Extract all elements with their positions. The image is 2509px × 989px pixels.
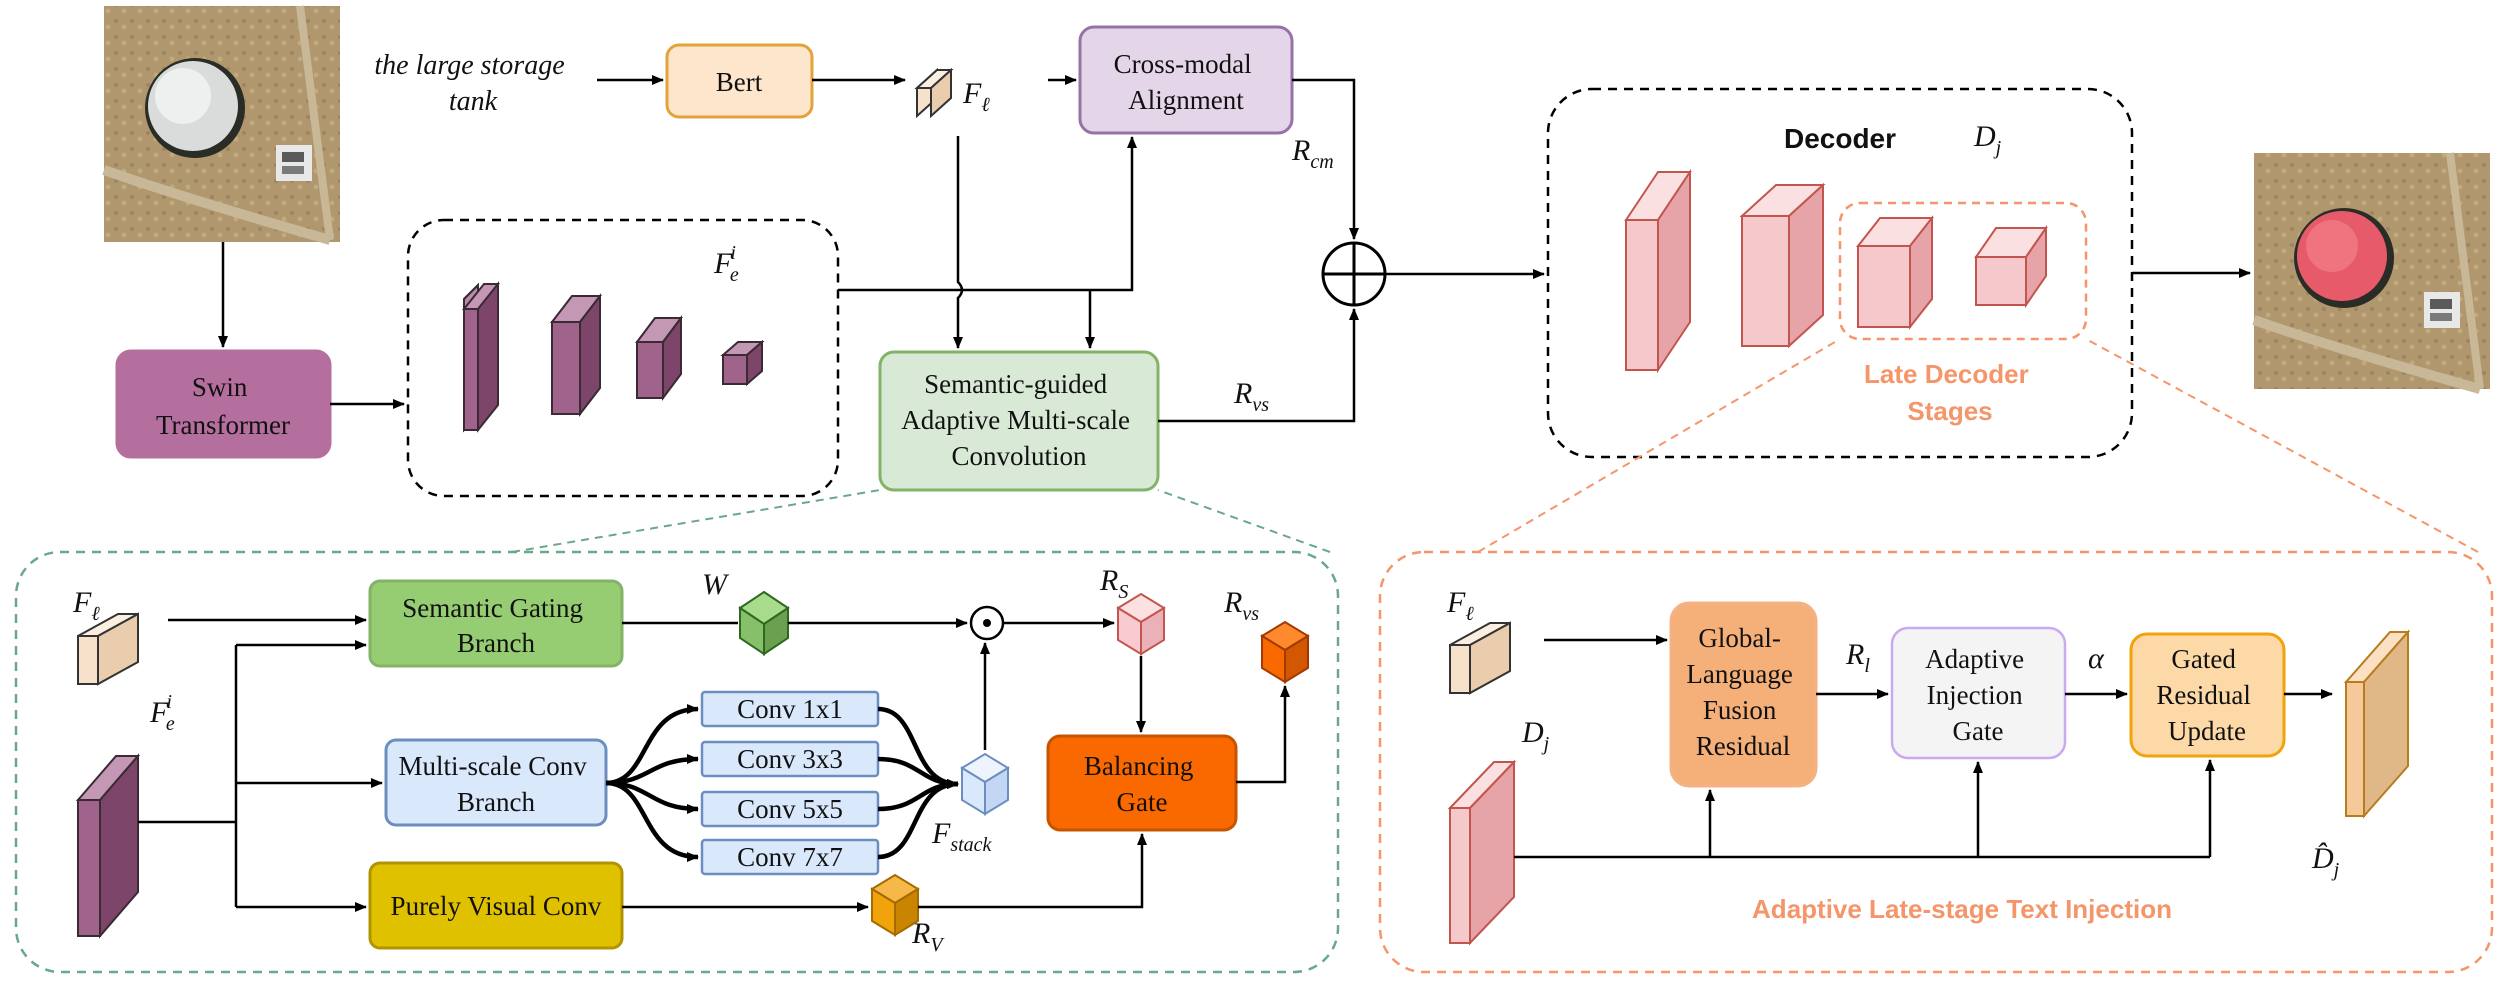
f-ell-label-left: Fℓ — [72, 586, 100, 625]
r-v-cube — [870, 873, 920, 937]
r-l-label: Rl — [1845, 638, 1870, 677]
svg-text:Global- Language F: Global- Language Fusion Residual — [1686, 623, 1799, 761]
zoom-line-right-1 — [1477, 338, 1841, 553]
svg-text:Adaptive Injection: Adaptive Injection Gate — [1925, 644, 2031, 746]
decoder-title: Decoder — [1784, 123, 1896, 154]
svg-text:Swin Transformer: Swin Transformer — [156, 372, 290, 440]
r-s-cube — [1116, 592, 1166, 656]
alpha-label: α — [2088, 642, 2105, 675]
multiscale-conv-branch-box: Multi-scale Conv Branch — [384, 738, 608, 827]
bert-box: Bert — [665, 43, 814, 119]
f-stack-label: Fstack — [931, 817, 993, 856]
text-injection-detail-frame — [1378, 550, 2494, 974]
svg-text:Gated Residual Upd: Gated Residual Update — [2156, 644, 2257, 746]
decoder-feature-stack — [1624, 168, 2048, 374]
conv-5x5-box: Conv 5x5 — [700, 790, 880, 828]
svg-text:Conv 1x1: Conv 1x1 — [737, 694, 843, 724]
svg-text:Semantic-guided Adaptive: Semantic-guided Adaptive Multi-scale Con… — [901, 369, 1136, 471]
svg-text:Cross-modal Alignment: Cross-modal Alignment — [1114, 49, 1259, 115]
decoder-feature-slab-right — [1447, 759, 1517, 946]
svg-text:Semantic Gating Branch: Semantic Gating Branch — [402, 593, 589, 658]
svg-text:Conv 5x5: Conv 5x5 — [737, 794, 843, 824]
zoom-line-right-2 — [2085, 338, 2479, 553]
late-decoder-stages-frame — [1838, 201, 2088, 341]
input-satellite-image — [102, 5, 340, 245]
semantic-guided-conv-box: Semantic-guided Adaptive Multi-scale Con… — [878, 350, 1160, 492]
f-stack-cube — [960, 752, 1010, 816]
swin-transformer-box: Swin Transformer — [115, 349, 332, 459]
r-vs-cube — [1260, 620, 1310, 684]
d-hat-label: D̂j — [2311, 842, 2340, 881]
conv-1x1-box: Conv 1x1 — [700, 690, 880, 728]
conv-3x3-box: Conv 3x3 — [700, 740, 880, 778]
gated-residual-update-box: Gated Residual Update — [2129, 632, 2286, 758]
sum-operator — [1321, 241, 1387, 307]
svg-text:Balancing Gate: Balancing Gate — [1084, 751, 1200, 817]
w-cube — [738, 590, 790, 656]
svg-text:Multi-scale Conv Branch: Multi-scale Conv Branch — [399, 751, 594, 817]
adaptive-injection-gate-box: Adaptive Injection Gate — [1890, 626, 2067, 760]
late-decoder-label: Late Decoder Stages — [1864, 359, 2036, 426]
visual-feature-slab-left — [75, 753, 141, 939]
bottom-left-connectors — [138, 615, 1290, 912]
balancing-gate-box: Balancing Gate — [1046, 734, 1238, 832]
top-connectors — [218, 75, 2251, 423]
output-feature-slab — [2343, 629, 2411, 819]
text-feature-cube-left — [77, 612, 139, 686]
input-text: the large storage tank — [374, 50, 571, 117]
r-cm-label: Rcm — [1291, 134, 1334, 173]
encoder-features-frame — [406, 218, 840, 498]
zoom-line-left-2 — [1157, 489, 1331, 553]
d-j-label-top: Dj — [1973, 120, 2002, 159]
encoder-slab-1 — [461, 281, 501, 433]
encoder-feature-stack — [463, 282, 765, 433]
global-language-fusion-residual-box: Global- Language Fusion Residual — [1669, 601, 1818, 788]
text-feature-cube-right — [1449, 621, 1511, 695]
output-segmentation-image — [2252, 152, 2490, 394]
hadamard-operator — [969, 605, 1005, 641]
purely-visual-conv-box: Purely Visual Conv — [368, 861, 624, 950]
cross-modal-alignment-box: Cross-modal Alignment — [1078, 25, 1294, 135]
svg-text:Conv 3x3: Conv 3x3 — [737, 744, 843, 774]
svg-text:Purely Visual Conv: Purely Visual Conv — [391, 891, 602, 921]
r-v-label: RV — [911, 917, 945, 956]
text-feature-cube-top — [914, 67, 954, 119]
conv-fan-curves — [605, 704, 959, 862]
sam-conv-detail-frame — [14, 550, 1340, 974]
text-injection-title: Adaptive Late-stage Text Injection — [1752, 894, 2172, 924]
r-s-label: RS — [1099, 564, 1128, 603]
f-ell-label-right: Fℓ — [1446, 586, 1474, 625]
f-ell-label-top: Fℓ — [962, 77, 990, 116]
svg-text:Conv 7x7: Conv 7x7 — [737, 842, 843, 872]
r-vs-label-top: Rvs — [1233, 377, 1269, 416]
semantic-gating-branch-box: Semantic Gating Branch — [368, 579, 624, 668]
conv-7x7-box: Conv 7x7 — [700, 838, 880, 876]
r-vs-label-bottom: Rvs — [1223, 586, 1259, 625]
bottom-right-connectors — [1514, 635, 2333, 859]
svg-text:Bert: Bert — [716, 67, 763, 97]
w-label: W — [702, 568, 730, 601]
zoom-line-left-1 — [511, 489, 881, 553]
d-j-label-right: Dj — [1521, 716, 1550, 755]
